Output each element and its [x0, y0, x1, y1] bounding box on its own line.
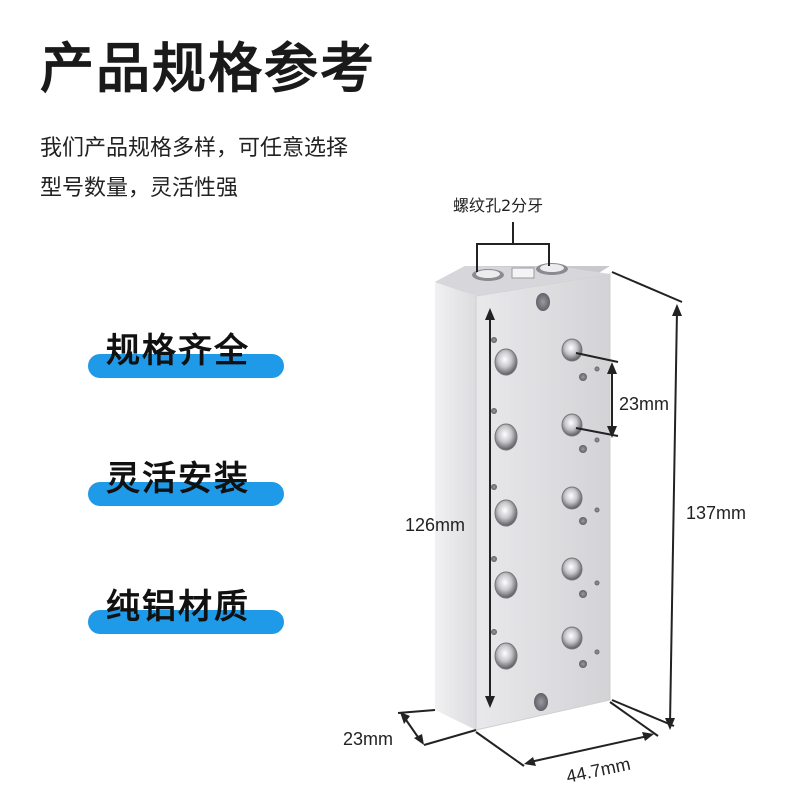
feature-pill — [88, 610, 284, 634]
feature-badge-flexible-install: 灵活安装 — [88, 462, 284, 506]
port-holes-right — [561, 338, 583, 650]
feature-pill — [88, 482, 284, 506]
port-holes-left — [494, 348, 518, 670]
block-front-face — [475, 273, 611, 731]
feature-badge-complete-specs: 规格齐全 — [88, 334, 284, 378]
block-side-face — [435, 282, 476, 730]
page-title: 产品规格参考 — [40, 37, 376, 100]
feature-pill — [88, 354, 284, 378]
description-line-2: 型号数量，灵活性强 — [40, 176, 239, 201]
label-hole-span: 126mm — [405, 515, 465, 535]
feature-label: 纯铝材质 — [106, 587, 250, 627]
label-hole-spacing: 23mm — [619, 394, 669, 414]
dimension-hole-span — [485, 308, 495, 708]
dimension-hole-spacing — [575, 352, 619, 438]
label-height: 137mm — [686, 503, 746, 523]
feature-label: 灵活安装 — [106, 459, 250, 499]
feature-label: 规格齐全 — [106, 331, 250, 371]
label-width: 44.7mm — [564, 754, 632, 787]
dimension-width — [475, 701, 659, 767]
mounting-holes — [491, 337, 600, 668]
label-depth: 23mm — [343, 729, 393, 749]
dimension-height — [611, 271, 683, 730]
feature-badge-pure-aluminum: 纯铝材质 — [88, 590, 284, 634]
dimension-depth — [397, 709, 477, 746]
description-line-1: 我们产品规格多样，可任意选择 — [40, 136, 349, 161]
thread-hole-label: 螺纹孔2分牙 — [453, 196, 544, 215]
